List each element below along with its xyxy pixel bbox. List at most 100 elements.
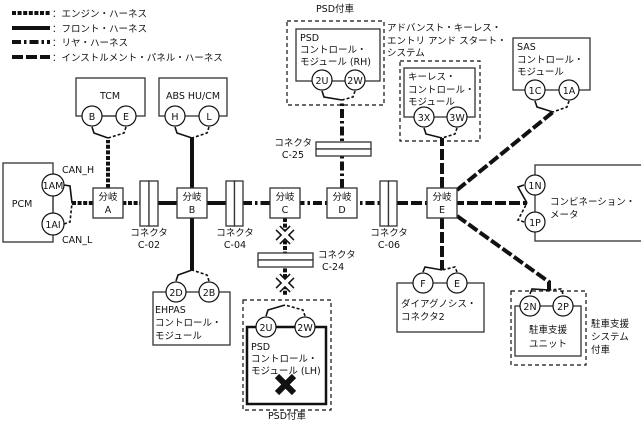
- label: C-04: [224, 240, 246, 251]
- label: コネクタ2: [401, 312, 445, 323]
- branch-d: 分岐 D: [326, 187, 358, 219]
- pin-tcm-e: [115, 105, 137, 127]
- label: 2P: [557, 302, 569, 313]
- pin-label: B: [89, 112, 96, 123]
- label: PSD付車: [316, 3, 355, 15]
- branch-b: 分岐 B: [176, 187, 208, 219]
- label: ダイアグノシス・: [401, 298, 476, 310]
- pin-label: 1AM: [43, 181, 64, 192]
- connector-pin: [558, 79, 580, 101]
- label: C-25: [282, 150, 304, 161]
- label: E: [454, 279, 460, 290]
- label: コントロール・: [155, 318, 222, 329]
- pin-tcm-b: [81, 105, 103, 127]
- label: 1N: [528, 181, 541, 192]
- label: コンビネーション・: [550, 197, 635, 208]
- legend-instrument-label: ：インストルメント・パネル・ハーネス: [52, 53, 223, 64]
- label: 3X: [418, 113, 431, 124]
- label: システム: [387, 48, 425, 59]
- label: ユニット: [529, 339, 567, 350]
- connector-pin: [524, 174, 546, 196]
- label: D: [338, 205, 345, 216]
- label: 駐車支援: [529, 324, 568, 336]
- legend-engine-label: ：エンジン・ハーネス: [52, 9, 147, 20]
- label: 1A: [563, 86, 576, 97]
- label: モジュール: [517, 67, 564, 78]
- label: 2D: [169, 288, 182, 299]
- pin-label: E: [123, 112, 129, 123]
- label: モジュール (RH): [300, 57, 371, 68]
- label: コントロール・: [517, 55, 584, 66]
- psd-lh-option: PSD付車: [268, 410, 307, 422]
- combination-meter-module: 1N 1P コンビネーション・ メータ: [524, 164, 641, 242]
- fault-x-icon: [274, 373, 297, 396]
- branch-e: 分岐E: [426, 187, 458, 219]
- legend-front-label: ：フロント・ハーネス: [52, 24, 147, 35]
- connector-pin: [164, 105, 186, 127]
- label: C-06: [378, 240, 400, 251]
- connector-pin: [413, 106, 435, 128]
- label: SAS: [517, 42, 536, 53]
- label: 駐車支援: [591, 318, 630, 330]
- diagnosis-connector-module: F E ダイアグノシス・ コネクタ2: [396, 272, 485, 333]
- label: モジュール: [408, 97, 455, 108]
- legend: ：エンジン・ハーネス ：フロント・ハーネス ：リヤ・ハーネス ：インストルメント…: [12, 9, 223, 64]
- label: コネクタ: [370, 228, 408, 239]
- connector-pin: [294, 316, 316, 338]
- legend-rear-label: ：リヤ・ハーネス: [52, 38, 128, 49]
- psd-rh-module: PSD付車 2U 2W PSD コントロール・ モジュール (RH): [286, 3, 385, 106]
- connector-pin: [165, 281, 187, 303]
- label: コントロール・: [300, 45, 367, 56]
- label: 2U: [260, 323, 273, 334]
- label: B: [189, 205, 196, 216]
- pin-label: 1AI: [45, 220, 60, 231]
- label: アドバンスト・キーレス・: [387, 23, 501, 34]
- parking-assist-module: 2N 2P 駐車支援 ユニット 駐車支援 システム 付車: [510, 290, 630, 366]
- connector-pin: [519, 295, 541, 317]
- wire-e-park: [455, 214, 551, 290]
- label: E: [439, 205, 445, 216]
- label: PSD: [300, 33, 319, 44]
- wire-e-sas: [455, 110, 555, 192]
- pin-label: L: [206, 112, 212, 123]
- connector-pin: [41, 173, 65, 197]
- label: C-02: [138, 240, 160, 251]
- label: システム: [591, 332, 629, 343]
- label: コネクタ: [274, 138, 312, 149]
- label: 2B: [203, 288, 216, 299]
- can-l-label: CAN_L: [62, 235, 93, 246]
- label: モジュール: [155, 331, 202, 342]
- tcm-module: TCM B E: [75, 77, 146, 127]
- pcm-module: PCM 1AM 1AI CAN_H CAN_L: [2, 162, 94, 246]
- label: モジュール (LH): [251, 366, 321, 377]
- label: 2W: [347, 76, 363, 87]
- label: 1P: [529, 218, 541, 229]
- keyless-module: アドバンスト・キーレス・ エントリ アンド スタート・ システム 3X 3W キ…: [387, 23, 507, 142]
- ehpas-module: 2D 2B EHPAS コントロール・ モジュール: [152, 281, 231, 346]
- connector-pin: [524, 211, 546, 233]
- label: コントロール・: [408, 85, 475, 96]
- branch-c: 分岐C: [269, 187, 301, 219]
- label: エントリ アンド スタート・: [387, 36, 507, 47]
- label: コネクタ: [130, 228, 168, 239]
- label: 2W: [297, 323, 313, 334]
- label: 2U: [316, 76, 329, 87]
- sas-module: 1C 1A SAS コントロール・ モジュール: [512, 37, 591, 101]
- label: A: [105, 205, 112, 216]
- label: キーレス・: [408, 72, 456, 83]
- label: C-24: [322, 262, 344, 273]
- pin-label: H: [171, 112, 178, 123]
- label: メータ: [550, 210, 579, 221]
- label: 分岐: [332, 191, 352, 203]
- label: コネクタ: [216, 228, 254, 239]
- connector-pin: [446, 106, 468, 128]
- connector-pin: [552, 295, 574, 317]
- label: コントロール・: [251, 354, 318, 365]
- label: 分岐: [182, 191, 202, 203]
- connector-pin: [524, 79, 546, 101]
- connector-pin: [344, 69, 366, 91]
- label: 分岐: [275, 191, 295, 203]
